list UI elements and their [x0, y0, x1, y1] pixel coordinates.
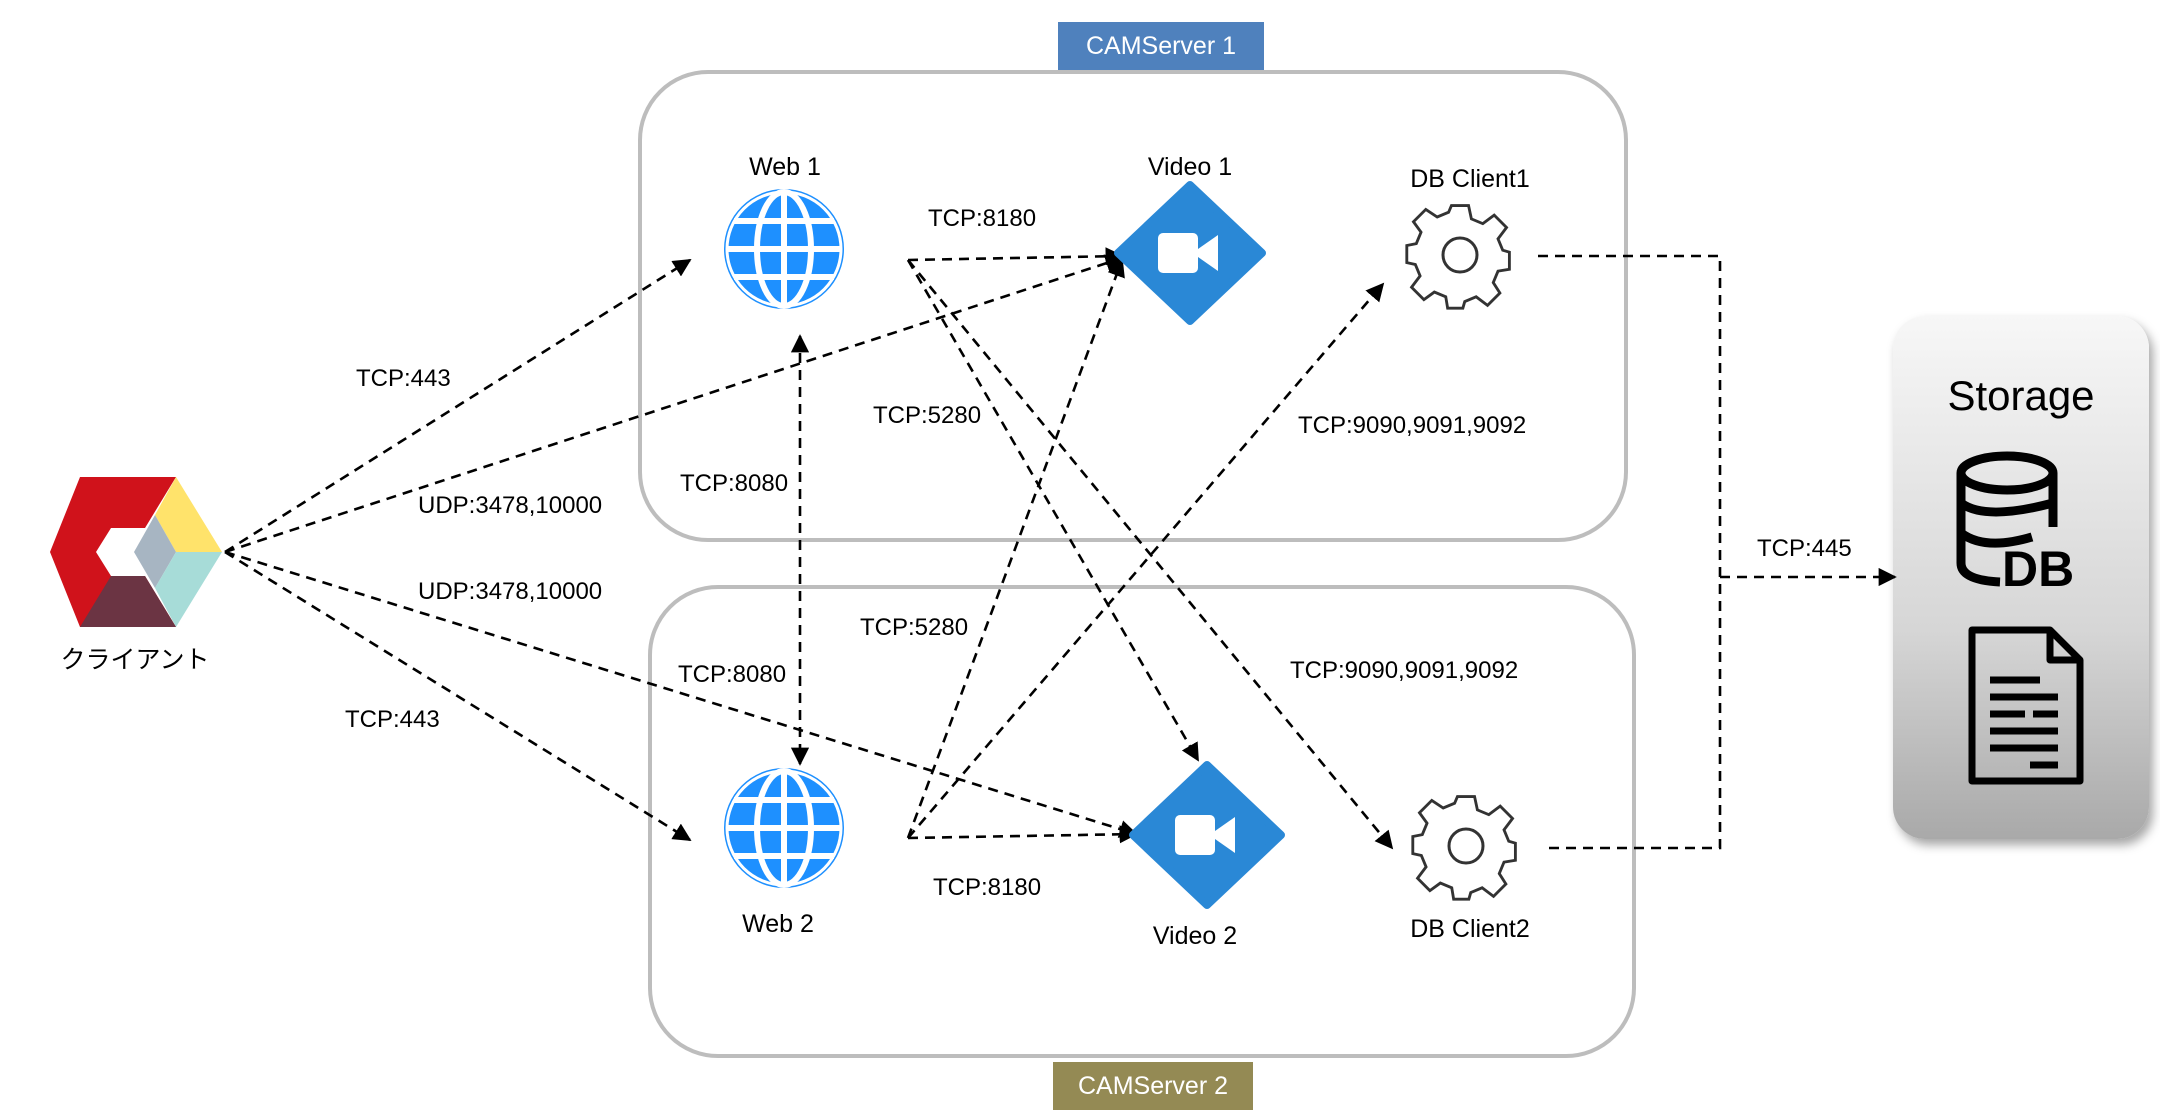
edge-web2-video1	[906, 258, 1125, 839]
edge-web2-dbclient1	[907, 282, 1385, 839]
port-label-web-web-lower: TCP:8080	[678, 661, 787, 688]
edge-client-video1	[224, 254, 1124, 554]
dbclient1-label: DB Client1	[1410, 165, 1530, 193]
dbclient1-gear-icon	[1405, 204, 1511, 310]
video1-label: Video 1	[1147, 153, 1233, 181]
document-icon	[1968, 626, 2084, 785]
dbclient2-gear-icon	[1411, 795, 1517, 901]
port-label-web2-dbclient1: TCP:9090,9091,9092	[1298, 412, 1527, 439]
video1-camera-icon	[1114, 181, 1266, 325]
edge-client-web1	[224, 258, 692, 554]
port-label-web2-video2: TCP:8180	[933, 874, 1042, 901]
port-label-web1-video1: TCP:8180	[928, 205, 1037, 232]
storage-panel: Storage	[1893, 316, 2149, 839]
client-label: クライアント	[60, 646, 210, 674]
edge-web1-dbclient2	[906, 259, 1394, 850]
database-icon-label: DB	[2002, 541, 2074, 597]
storage-title: Storage	[1947, 372, 2095, 419]
web2-globe-icon	[724, 768, 844, 888]
web2-label: Web 2	[742, 910, 814, 938]
edge-client-video2	[224, 550, 1138, 838]
dbclient2-label: DB Client2	[1410, 915, 1530, 943]
port-label-client-video2: UDP:3478,10000	[418, 578, 603, 605]
edge-web1-video1	[907, 247, 1124, 266]
port-label-web-web-upper: TCP:8080	[680, 470, 789, 497]
port-label-web1-dbclient2: TCP:9090,9091,9092	[1290, 657, 1519, 684]
web1-globe-icon	[724, 189, 844, 309]
camserver1-tag: CAMServer 1	[1058, 22, 1264, 70]
port-label-client-video1: UDP:3478,10000	[418, 492, 603, 519]
port-label-db-storage: TCP:445	[1757, 535, 1852, 562]
edge-web1-video2	[906, 259, 1200, 762]
edge-web2-video2	[907, 825, 1138, 844]
web1-label: Web 1	[749, 153, 821, 181]
camserver2-tag: CAMServer 2	[1053, 1062, 1253, 1110]
edge-dbclient1-bus	[1538, 254, 1722, 850]
port-label-client-web2: TCP:443	[345, 706, 440, 733]
video2-camera-icon	[1129, 761, 1285, 909]
edge-client-web2	[224, 550, 692, 842]
camserver1-box	[638, 70, 1628, 542]
camserver2-box	[648, 585, 1636, 1058]
port-label-web2-video1: TCP:5280	[860, 614, 969, 641]
port-label-web1-video2: TCP:5280	[873, 402, 982, 429]
port-label-client-web1: TCP:443	[356, 365, 451, 392]
video2-label: Video 2	[1152, 922, 1238, 950]
client-logo-icon	[50, 477, 222, 627]
database-icon	[1956, 451, 2058, 587]
